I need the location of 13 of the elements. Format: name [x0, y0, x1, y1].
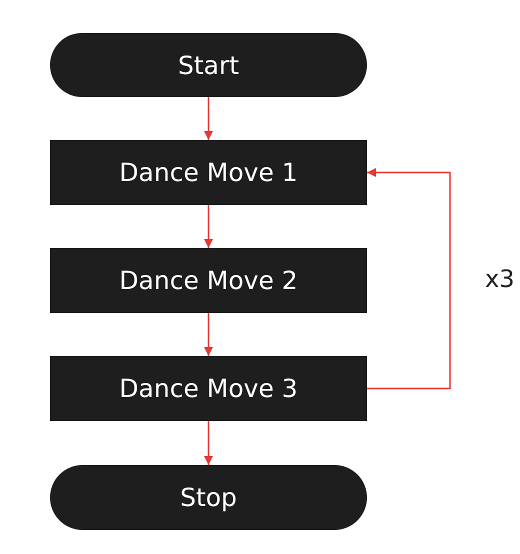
arrow — [204, 313, 213, 356]
node-label: Start — [178, 50, 240, 80]
node-label: Stop — [180, 483, 237, 512]
process-box — [50, 248, 367, 313]
process-box — [50, 356, 367, 421]
arrow — [204, 97, 213, 140]
process-box — [50, 140, 367, 205]
arrow — [204, 421, 213, 465]
arrow — [204, 205, 213, 248]
arrow — [367, 168, 451, 390]
node-label: Dance Move 1 — [119, 158, 298, 187]
node-label: Dance Move 3 — [119, 374, 298, 403]
node-label: Dance Move 2 — [119, 266, 298, 295]
